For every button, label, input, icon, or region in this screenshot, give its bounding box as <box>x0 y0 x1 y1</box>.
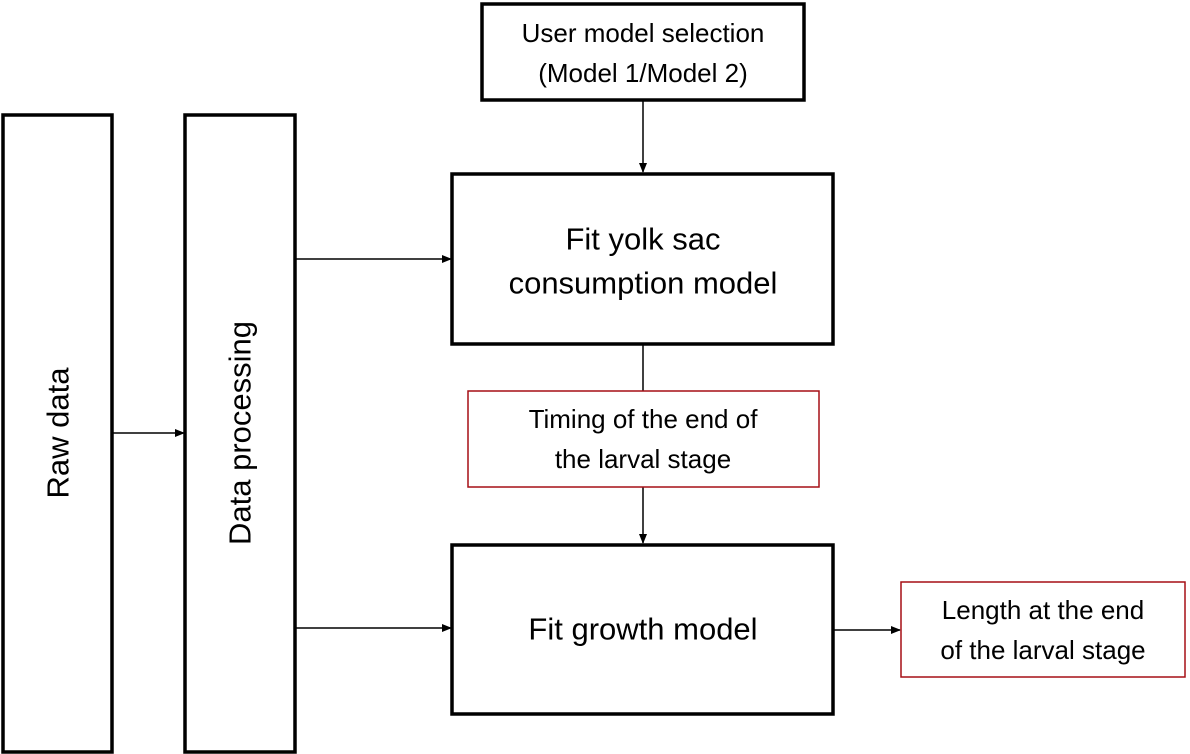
fit-growth-box <box>450 543 835 716</box>
data-processing-box <box>183 113 297 754</box>
length-end-larval-line2: of the larval stage <box>940 635 1145 665</box>
timing-end-larval-line1: Timing of the end of <box>529 404 759 434</box>
node-timing-end-larval: Timing of the end of the larval stage <box>467 390 820 488</box>
timing-end-larval-box <box>467 390 820 488</box>
user-model-selection-line2: (Model 1/Model 2) <box>538 58 748 88</box>
timing-end-larval-line2: the larval stage <box>555 444 731 474</box>
fit-yolk-sac-line1: Fit yolk sac <box>565 222 720 257</box>
node-fit-yolk-sac: Fit yolk sac consumption model <box>450 172 835 346</box>
node-fit-growth: Fit growth model <box>450 543 835 716</box>
raw-data-box <box>1 113 114 754</box>
user-model-selection-box <box>480 2 806 102</box>
node-raw-data: Raw data <box>1 113 114 754</box>
node-length-end-larval: Length at the end of the larval stage <box>900 581 1186 678</box>
raw-data-label: Raw data <box>41 367 76 499</box>
connectors <box>112 101 901 634</box>
node-data-processing: Data processing <box>183 113 297 754</box>
fit-yolk-sac-line2: consumption model <box>509 266 778 301</box>
node-user-model-selection: User model selection (Model 1/Model 2) <box>480 2 806 102</box>
length-end-larval-line1: Length at the end <box>942 595 1144 625</box>
fit-growth-label: Fit growth model <box>528 612 757 647</box>
length-end-larval-box <box>900 581 1186 678</box>
fit-yolk-sac-box <box>450 172 835 346</box>
user-model-selection-line1: User model selection <box>522 18 765 48</box>
data-processing-label: Data processing <box>223 321 258 545</box>
